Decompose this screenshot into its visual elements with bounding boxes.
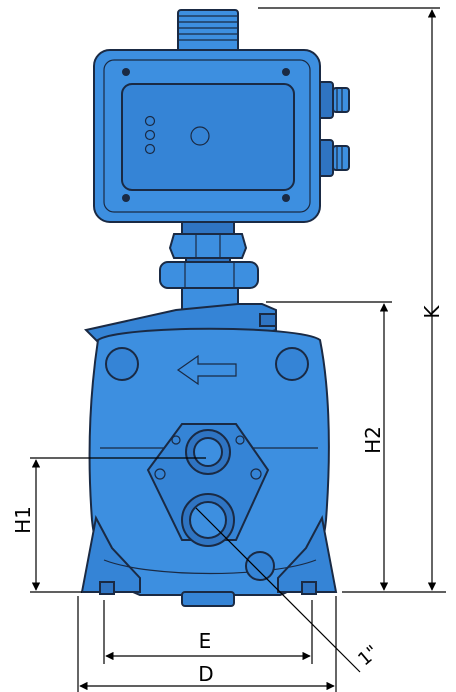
label-h2: H2 bbox=[361, 426, 385, 454]
rotation-arrow-icon bbox=[176, 354, 237, 386]
top-threaded-outlet bbox=[177, 9, 239, 55]
screw-icon bbox=[282, 68, 290, 76]
label-h1: H1 bbox=[11, 506, 35, 534]
indicator-led-icon bbox=[144, 129, 156, 141]
pump-illustration bbox=[80, 9, 350, 607]
pump-foot-left bbox=[80, 515, 141, 593]
indicator-led-icon bbox=[144, 143, 156, 155]
screw-icon bbox=[250, 468, 262, 480]
screw-icon bbox=[122, 68, 130, 76]
label-d: D bbox=[198, 662, 213, 686]
screw-icon bbox=[282, 194, 290, 202]
front-cover-plate bbox=[146, 423, 270, 541]
pressure-control-box bbox=[93, 49, 321, 223]
connection-leader-line bbox=[195, 507, 361, 673]
connection-fittings bbox=[159, 221, 259, 319]
reset-button-icon bbox=[190, 126, 210, 146]
screw-icon bbox=[122, 194, 130, 202]
label-k: K bbox=[420, 305, 444, 319]
pump-foot-right bbox=[277, 515, 338, 593]
label-connection-size: 1" bbox=[354, 641, 383, 670]
drain-plug bbox=[181, 591, 235, 607]
screw-icon bbox=[154, 468, 166, 480]
indicator-led-icon bbox=[144, 115, 156, 127]
dimension-lines bbox=[30, 7, 446, 692]
label-e: E bbox=[199, 629, 212, 653]
